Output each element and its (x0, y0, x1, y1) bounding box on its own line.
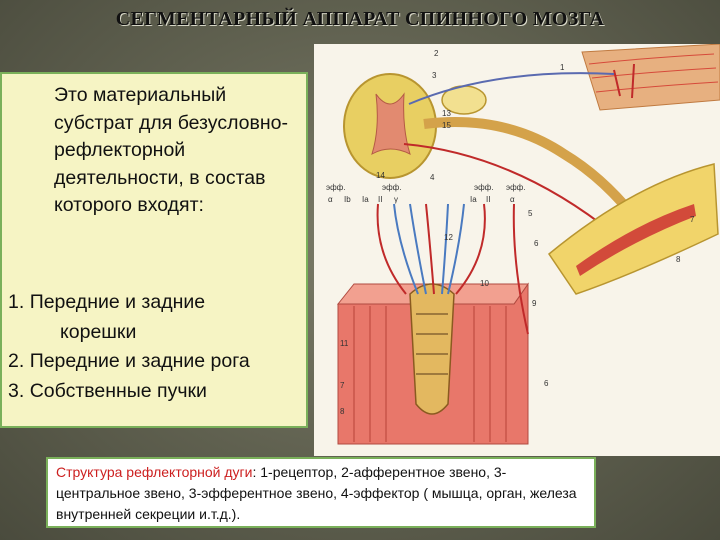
label-eff-2: эфф. (382, 183, 401, 192)
components-list: 1. Передние и задние корешки 2. Передние… (8, 288, 308, 406)
label-ib: Ib (344, 195, 351, 204)
label-3: 3 (432, 71, 437, 80)
caption-box: Структура рефлекторной дуги: 1-рецептор,… (46, 457, 596, 528)
label-alpha-1: α (328, 195, 333, 204)
label-8-lower: 8 (340, 407, 345, 416)
label-10: 10 (480, 279, 489, 288)
label-9: 9 (532, 299, 537, 308)
intro-text: Это материальный субстрат для безусловно… (54, 82, 294, 220)
list-item-text: Передние и задние (30, 291, 205, 313)
label-ia-2: Ia (470, 195, 477, 204)
label-alpha-2: α (510, 195, 515, 204)
label-11: 11 (340, 339, 349, 348)
label-eff-3: эфф. (474, 183, 493, 192)
label-8: 8 (676, 255, 681, 264)
label-1: 1 (560, 63, 565, 72)
label-12: 12 (444, 233, 453, 242)
muscle-belly (549, 164, 718, 294)
list-item: 1. Передние и задние корешки (8, 288, 308, 347)
list-item: 2. Передние и задние рога (8, 347, 308, 377)
list-item-number: 3. (8, 380, 24, 402)
label-7: 7 (690, 215, 695, 224)
label-15: 15 (442, 121, 451, 130)
label-13: 13 (442, 109, 451, 118)
label-ia: Ia (362, 195, 369, 204)
list-item-text: Собственные пучки (30, 380, 207, 402)
label-6: 6 (534, 239, 539, 248)
label-2: 2 (434, 49, 439, 58)
label-6-lower: 6 (544, 379, 549, 388)
reflex-arc-diagram: эфф. эфф. эфф. эфф. α Ib Ia II γ Ia II α… (314, 44, 720, 456)
list-item-number: 1. (8, 291, 24, 313)
label-14: 14 (376, 171, 385, 180)
label-eff-4: эфф. (506, 183, 525, 192)
caption-lead: Структура рефлекторной дуги (56, 464, 252, 480)
intrafusal-spindle (410, 284, 454, 414)
label-ii-2: II (486, 195, 490, 204)
text-panel: Это материальный субстрат для безусловно… (0, 72, 308, 428)
label-ii-1: II (378, 195, 382, 204)
list-item-continuation: корешки (8, 318, 308, 348)
afferent-fiber (409, 73, 614, 104)
slide-title: СЕГМЕНТАРНЫЙ АППАРАТ СПИННОГО МОЗГА (0, 8, 720, 31)
label-gamma: γ (394, 195, 398, 204)
label-5: 5 (528, 209, 533, 218)
label-eff-1: эфф. (326, 183, 345, 192)
list-item-text: Передние и задние рога (30, 350, 250, 372)
label-4: 4 (430, 173, 435, 182)
label-7-lower: 7 (340, 381, 345, 390)
list-item-number: 2. (8, 350, 24, 372)
list-item: 3. Собственные пучки (8, 377, 308, 407)
spinal-cord-illustration: эфф. эфф. эфф. эфф. α Ib Ia II γ Ia II α… (314, 44, 720, 456)
